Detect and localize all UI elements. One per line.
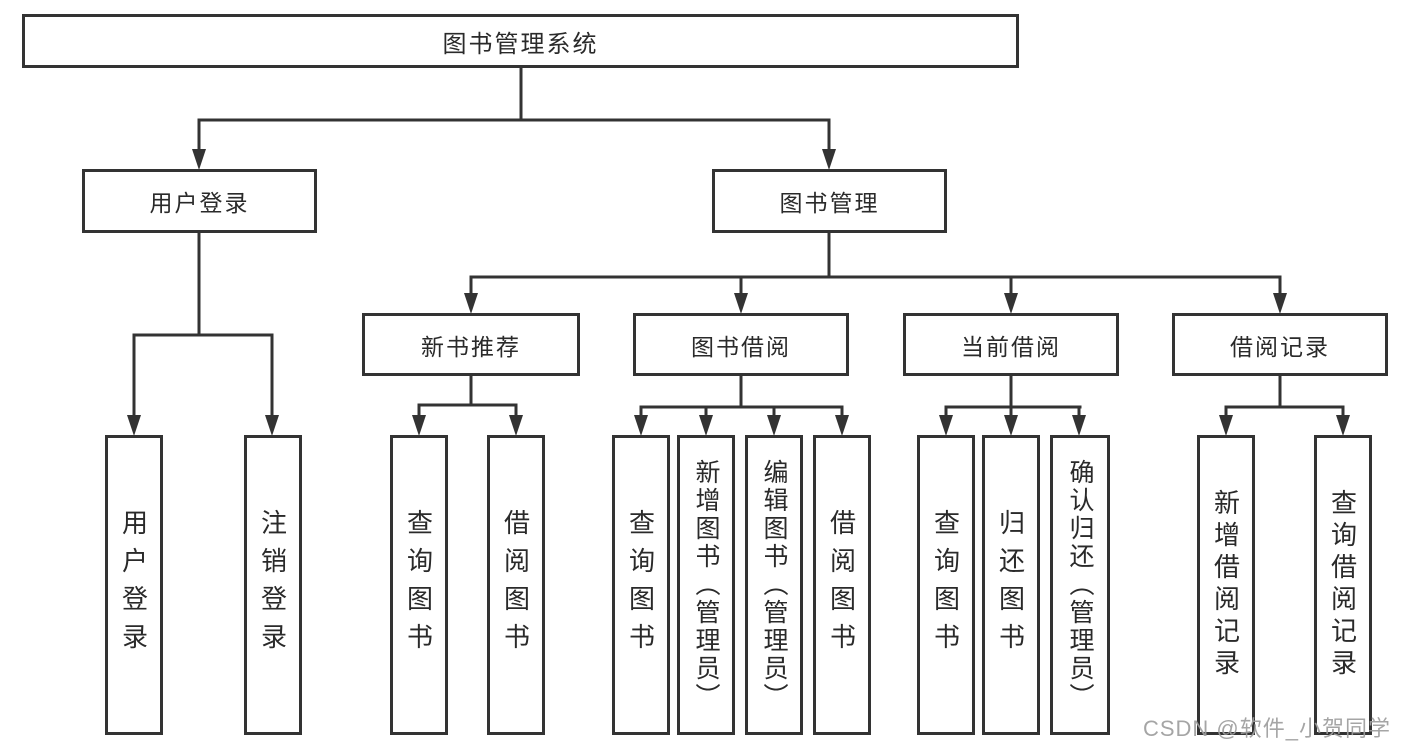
- node-label: 图书管理系统: [442, 30, 599, 58]
- node-logout: 注销登录: [244, 435, 302, 735]
- arrowhead-icon: [127, 415, 141, 436]
- arrowhead-icon: [822, 149, 836, 170]
- arrowhead-icon: [412, 415, 426, 436]
- node-query-books: 查询图书: [612, 435, 670, 735]
- arrowhead-icon: [1336, 415, 1350, 436]
- node-label: 用户登录: [118, 509, 149, 661]
- node-label: 用户登录: [149, 190, 250, 216]
- node-borrow-records: 借阅记录: [1172, 313, 1388, 376]
- node-user-login: 用户登录: [82, 169, 317, 233]
- node-label: 查询借阅记录: [1327, 489, 1358, 681]
- node-label: 借阅图书: [826, 509, 857, 661]
- node-borrow-books: 借阅图书: [487, 435, 545, 735]
- node-query-borrow-record: 查询借阅记录: [1314, 435, 1372, 735]
- node-borrow-books: 借阅图书: [813, 435, 871, 735]
- node-label: 注销登录: [257, 509, 288, 661]
- node-label: 图书借阅: [691, 333, 791, 360]
- node-label: 借阅图书: [500, 509, 531, 661]
- arrowhead-icon: [509, 415, 523, 436]
- node-label: 查询图书: [403, 509, 434, 661]
- node-new-book-recommend: 新书推荐: [362, 313, 580, 376]
- arrowhead-icon: [1004, 415, 1018, 436]
- csdn-watermark: CSDN @软件_小贺同学: [1142, 716, 1391, 741]
- node-label: 新增借阅记录: [1210, 489, 1241, 681]
- node-query-books: 查询图书: [390, 435, 448, 735]
- node-query-books: 查询图书: [917, 435, 975, 735]
- arrowhead-icon: [1219, 415, 1233, 436]
- node-label: 查询图书: [930, 509, 961, 661]
- arrowhead-icon: [734, 293, 748, 314]
- node-label: 新书推荐: [421, 333, 521, 360]
- node-label: 查询图书: [625, 509, 656, 661]
- node-book-management: 图书管理: [712, 169, 947, 233]
- node-label: 编辑图书（管理员）: [760, 459, 788, 711]
- node-confirm-return-admin: 确认归还（管理员）: [1050, 435, 1110, 735]
- node-add-book-admin: 新增图书（管理员）: [677, 435, 735, 735]
- arrowhead-icon: [1072, 415, 1086, 436]
- node-label: 确认归还（管理员）: [1066, 459, 1094, 711]
- node-add-borrow-record: 新增借阅记录: [1197, 435, 1255, 735]
- arrowhead-icon: [634, 415, 648, 436]
- arrowhead-icon: [835, 415, 849, 436]
- node-edit-book-admin: 编辑图书（管理员）: [745, 435, 803, 735]
- arrowhead-icon: [265, 415, 279, 436]
- node-label: 新增图书（管理员）: [692, 459, 720, 711]
- node-return-books: 归还图书: [982, 435, 1040, 735]
- arrowhead-icon: [767, 415, 781, 436]
- arrowhead-icon: [1273, 293, 1287, 314]
- node-user-login-leaf: 用户登录: [105, 435, 163, 735]
- node-book-borrowing: 图书借阅: [633, 313, 849, 376]
- node-label: 当前借阅: [961, 333, 1061, 360]
- node-label: 归还图书: [995, 509, 1026, 661]
- arrowhead-icon: [192, 149, 206, 170]
- node-current-borrowing: 当前借阅: [903, 313, 1119, 376]
- node-label: 借阅记录: [1230, 333, 1330, 360]
- node-library-system: 图书管理系统: [22, 14, 1019, 68]
- node-label: 图书管理: [779, 190, 880, 216]
- arrowhead-icon: [1004, 293, 1018, 314]
- arrowhead-icon: [464, 293, 478, 314]
- arrowhead-icon: [699, 415, 713, 436]
- arrowhead-icon: [939, 415, 953, 436]
